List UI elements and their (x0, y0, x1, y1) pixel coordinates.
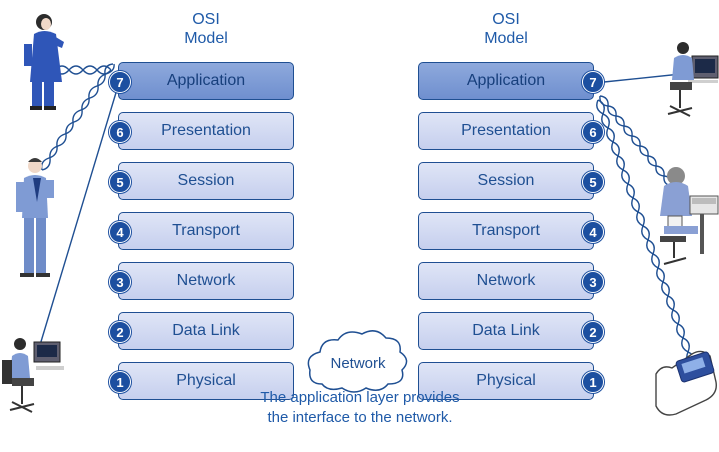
left-badge-4: 4 (109, 221, 131, 243)
left-badge-7: 7 (109, 71, 131, 93)
desktop-user-icon (2, 338, 64, 413)
right-badge-5: 5 (582, 171, 604, 193)
caption-line1: The application layer provides (260, 389, 460, 406)
businesswoman-phone-icon (24, 14, 64, 110)
left-stack-title: OSI Model (146, 10, 266, 48)
left-badge-6: 6 (109, 121, 131, 143)
right-badge-4: 4 (582, 221, 604, 243)
left-badge-2: 2 (109, 321, 131, 343)
workstation-user-icon (667, 42, 719, 117)
left-layer-session: Session (118, 162, 294, 200)
right-stack-title-line2: Model (484, 30, 528, 47)
left-connection-lines (39, 63, 119, 346)
left-layer-transport: Transport (118, 212, 294, 250)
left-layer-physical: Physical (118, 362, 294, 400)
left-badge-1: 1 (109, 371, 131, 393)
left-stack-title-line1: OSI (192, 11, 220, 28)
right-layer-application: Application (418, 62, 594, 100)
diagram-caption: The application layer provides the inter… (200, 388, 520, 428)
right-layer-session: Session (418, 162, 594, 200)
right-layer-presentation: Presentation (418, 112, 594, 150)
right-badge-7: 7 (582, 71, 604, 93)
right-badge-6: 6 (582, 121, 604, 143)
left-stack-title-line2: Model (184, 30, 228, 47)
right-stack-title-line1: OSI (492, 11, 520, 28)
right-badge-3: 3 (582, 271, 604, 293)
handheld-device-icon (655, 350, 717, 416)
right-connection-lines (596, 71, 701, 367)
right-layer-transport: Transport (418, 212, 594, 250)
right-badge-1: 1 (582, 371, 604, 393)
right-layer-physical: Physical (418, 362, 594, 400)
right-layer-data-link: Data Link (418, 312, 594, 350)
network-cloud-label: Network (330, 355, 386, 372)
right-layer-network: Network (418, 262, 594, 300)
left-layer-presentation: Presentation (118, 112, 294, 150)
left-badge-5: 5 (109, 171, 131, 193)
left-layer-network: Network (118, 262, 294, 300)
businessman-phone-icon (16, 158, 54, 277)
right-stack-title: OSI Model (446, 10, 566, 48)
left-badge-3: 3 (109, 271, 131, 293)
caption-line2: the interface to the network. (267, 409, 453, 426)
right-badge-2: 2 (582, 321, 604, 343)
left-layer-data-link: Data Link (118, 312, 294, 350)
network-cloud-shape (307, 330, 408, 393)
left-layer-application: Application (118, 62, 294, 100)
printer-user-icon (660, 167, 719, 265)
